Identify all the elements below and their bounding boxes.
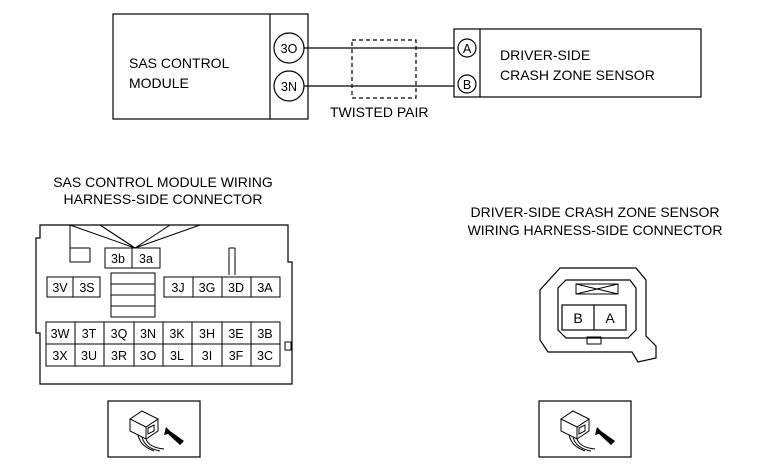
left-connector-title-line1: SAS CONTROL MODULE WIRING (53, 174, 273, 190)
pin-3u: 3U (81, 349, 97, 363)
pin-3c: 3C (257, 349, 273, 363)
sensor-label-line2: CRASH ZONE SENSOR (500, 67, 655, 83)
pin-3q: 3Q (111, 327, 128, 341)
pin-3s: 3S (79, 281, 94, 295)
pin-3v: 3V (52, 281, 68, 295)
pin-3o: 3O (140, 349, 157, 363)
pin-3e: 3E (228, 327, 243, 341)
terminal-b-label: B (463, 78, 471, 92)
pin-3b-row2: 3B (257, 327, 272, 341)
sensor-harness-view-icon (538, 400, 632, 458)
crash-zone-sensor: A B DRIVER-SIDE CRASH ZONE SENSOR (453, 28, 702, 98)
right-connector-title-line1: DRIVER-SIDE CRASH ZONE SENSOR (471, 204, 720, 220)
pin-3n: 3N (140, 327, 156, 341)
sas-module-connector: 3b 3a 3V 3S 3J 3G 3D 3A 3W 3T 3Q 3N (35, 224, 293, 385)
view-arrow-icon (164, 427, 184, 445)
pin-3b: 3b (111, 252, 125, 266)
terminal-b-circle (457, 74, 477, 94)
connector-right-face (145, 419, 159, 440)
sensor-label-line1: DRIVER-SIDE (500, 47, 590, 63)
module-label-line1: SAS CONTROL (129, 55, 230, 71)
pin-3n-label: 3N (281, 80, 297, 94)
twisted-pair-label: TWISTED PAIR (330, 104, 429, 120)
key-x (70, 224, 171, 249)
module-label-line2: MODULE (129, 75, 189, 91)
pin-3t: 3T (82, 327, 97, 341)
pin-3k: 3K (169, 327, 185, 341)
terminal-a-label: A (463, 42, 472, 56)
sensor-connector-housing (539, 267, 657, 363)
sensor-lock-key (575, 283, 619, 295)
sas-control-module: SAS CONTROL MODULE 3O 3N (112, 13, 309, 120)
view-arrow-icon (595, 427, 615, 445)
sensor-pin-b: B (573, 310, 582, 326)
sensor-pin-a: A (605, 310, 615, 326)
pin-3d: 3D (228, 281, 244, 295)
pin-3j: 3J (171, 281, 184, 295)
connector-right-face (576, 419, 590, 440)
connector-housing (35, 224, 293, 385)
twisted-pair-box (351, 39, 417, 99)
terminal-a-circle (457, 38, 477, 58)
right-connector-title-line2: WIRING HARNESS-SIDE CONNECTOR (468, 222, 723, 238)
pin-3r: 3R (111, 349, 127, 363)
harness-side-view-icon (107, 400, 201, 458)
crash-sensor-connector: B A (539, 267, 657, 363)
housing-latch (284, 341, 292, 351)
sensor-connector-inner (557, 279, 637, 339)
pin-3a-row1: 3A (257, 281, 273, 295)
pin-3w: 3W (51, 327, 70, 341)
pin-3i: 3I (202, 349, 212, 363)
left-connector-title-line2: HARNESS-SIDE CONNECTOR (64, 191, 263, 207)
pin-3l: 3L (170, 349, 184, 363)
harness-wires: TWISTED PAIR (304, 39, 454, 120)
pin-3o-label: 3O (281, 42, 298, 56)
pin-3x: 3X (52, 349, 68, 363)
pin-3f: 3F (229, 349, 244, 363)
pin-3h: 3H (199, 327, 215, 341)
pin-3a: 3a (139, 252, 153, 266)
sensor-latch (586, 336, 602, 345)
pin-3g: 3G (199, 281, 216, 295)
